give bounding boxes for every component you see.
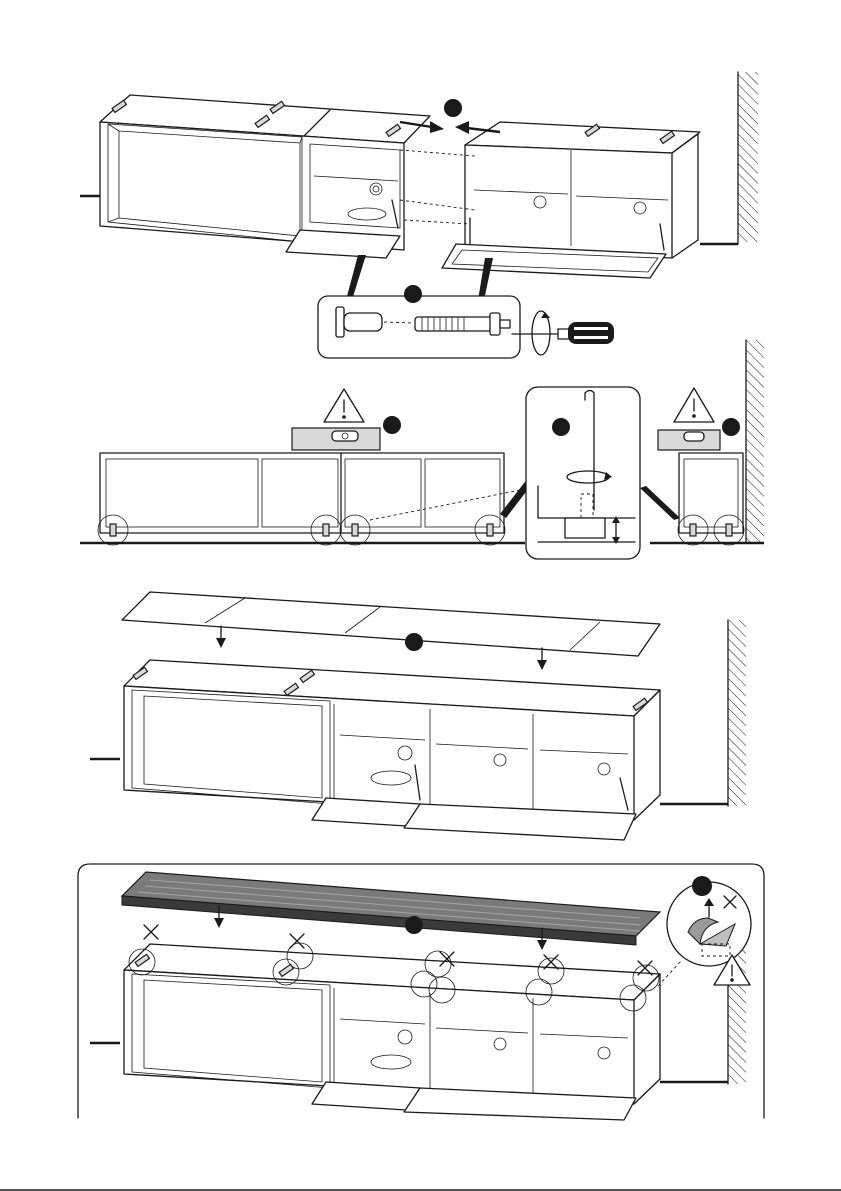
- spirit-level-icon: [292, 428, 380, 450]
- wall-hatch: [738, 72, 758, 242]
- step-dot: [404, 285, 422, 303]
- down-arrow-icon: [537, 648, 547, 670]
- wall-hatch: [728, 620, 746, 806]
- step-dot: [692, 876, 712, 896]
- step-dot: [405, 916, 423, 934]
- step-dot: [552, 418, 570, 436]
- panel-join-cabinets: [80, 72, 758, 358]
- adjust-foot-detail-callout: [526, 387, 640, 559]
- right-cabinet: [442, 122, 700, 278]
- panel-level-cabinets: [80, 340, 764, 559]
- spirit-level-icon: [658, 430, 720, 450]
- cross-mark-icon: [290, 934, 304, 948]
- down-arrow-icon: [216, 626, 226, 648]
- peel-off-tape-detail-callout: [667, 876, 751, 966]
- connector-detail-callout: [318, 285, 614, 358]
- step-dot: [722, 418, 740, 436]
- cross-mark-icon: [144, 925, 158, 939]
- step-dot: [444, 99, 462, 117]
- rotate-arrow-icon: [532, 311, 550, 355]
- panel-place-glass-top: [90, 592, 746, 840]
- left-cabinet: [100, 95, 430, 258]
- warning-triangle-icon: [674, 388, 714, 422]
- panel-place-wood-top: [78, 864, 764, 1120]
- step-dot: [405, 633, 423, 651]
- screwdriver-icon: [512, 322, 614, 344]
- warning-triangle-icon: [324, 389, 364, 422]
- wall-hatch: [746, 340, 764, 542]
- glass-top-panel: [122, 592, 660, 656]
- step-dot: [383, 416, 401, 434]
- cross-mark-icon: [544, 955, 558, 969]
- wood-top-panel: [122, 872, 660, 945]
